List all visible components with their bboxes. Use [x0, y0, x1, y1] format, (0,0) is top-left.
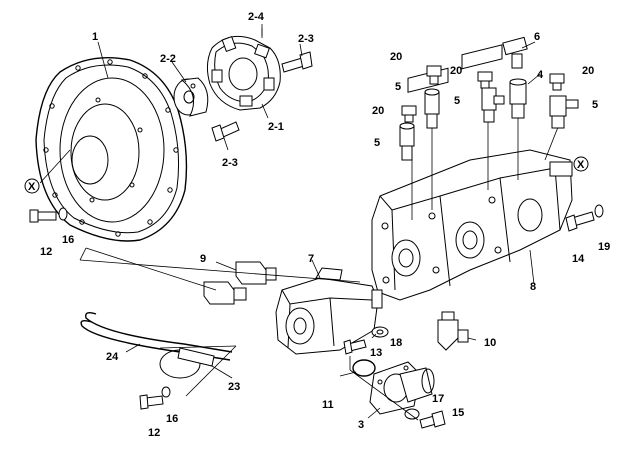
callout-20-d: 20: [372, 105, 384, 117]
reference-marker-x-left: [24, 178, 40, 194]
bolt-12-lower: [139, 386, 171, 410]
washer-17: [404, 408, 420, 420]
solenoid-valve-lower: [203, 281, 247, 305]
callout-16-upper: 16: [62, 234, 74, 246]
plug-20-b: [401, 105, 417, 123]
callout-2-1: 2-1: [268, 121, 284, 133]
elbow-fitting-10: [437, 311, 469, 351]
callout-10: 10: [484, 337, 496, 349]
marker-x-right: X: [577, 159, 585, 171]
callout-17: 17: [432, 393, 444, 405]
callout-13: 13: [370, 347, 382, 359]
callout-2-3-top: 2-3: [298, 33, 314, 45]
callout-lines: [97, 28, 541, 419]
bolt-15: [419, 410, 446, 429]
coupling-hub: [173, 77, 209, 117]
flywheel-plate: [35, 57, 188, 242]
callout-12-lower: 12: [148, 427, 160, 439]
callout-20-a: 20: [390, 51, 402, 63]
callout-6: 6: [534, 31, 540, 43]
fitting-6: [502, 36, 528, 69]
coupling-bolt-upper: [281, 51, 313, 73]
callout-2-3-bottom: 2-3: [222, 157, 238, 169]
callout-labels: 1 2-4 2-3 2-2 2-1 2-3 X X 12 16 20 20 20…: [28, 11, 610, 439]
callout-18: 18: [390, 337, 402, 349]
main-pump-body: [371, 44, 573, 301]
callout-8: 8: [530, 281, 536, 293]
callout-2-4: 2-4: [248, 11, 265, 23]
plug-20-a: [426, 65, 442, 85]
gear-pump: [275, 267, 383, 355]
solenoid-valve-upper: [235, 261, 277, 285]
callout-5-a: 5: [395, 81, 401, 93]
callout-11: 11: [322, 399, 334, 411]
o-ring-11: [352, 359, 376, 377]
callout-5-b: 5: [454, 95, 460, 107]
flange-3: [369, 361, 435, 415]
callout-15: 15: [452, 407, 464, 419]
callout-20-c: 20: [582, 65, 594, 77]
callout-5-d: 5: [374, 137, 380, 149]
callout-1: 1: [92, 31, 98, 43]
fitting-5-b: [399, 122, 415, 161]
callout-5-c: 5: [592, 99, 598, 111]
bolt-14: [565, 204, 604, 232]
assembly-leaders: [79, 247, 419, 421]
fitting-5-c: [481, 87, 505, 123]
callout-20-b: 20: [450, 65, 462, 77]
callout-23: 23: [228, 381, 240, 393]
callout-2-2: 2-2: [160, 53, 176, 65]
bolt-12-upper: [29, 207, 68, 223]
coupling-bolt-lower: [211, 121, 240, 142]
plug-20-d: [549, 73, 565, 91]
reference-marker-x-right: [573, 156, 589, 172]
fitting-4: [509, 78, 527, 119]
plug-20-c: [477, 71, 493, 89]
callout-4: 4: [537, 69, 544, 81]
coupling-element: [206, 24, 281, 111]
fitting-5-a: [424, 88, 440, 129]
bracket-23: [177, 347, 233, 379]
callout-19: 19: [598, 241, 610, 253]
callout-7: 7: [308, 253, 314, 265]
callout-12-upper: 12: [40, 246, 52, 258]
marker-x-left: X: [28, 181, 36, 193]
callout-3: 3: [358, 419, 364, 431]
callout-9: 9: [200, 253, 206, 265]
callout-14: 14: [572, 253, 585, 265]
bolt-13: [343, 339, 367, 355]
pipe-24: [80, 311, 233, 379]
fitting-5-d: [549, 95, 579, 129]
callout-16-lower: 16: [166, 413, 178, 425]
callout-24: 24: [106, 351, 119, 363]
